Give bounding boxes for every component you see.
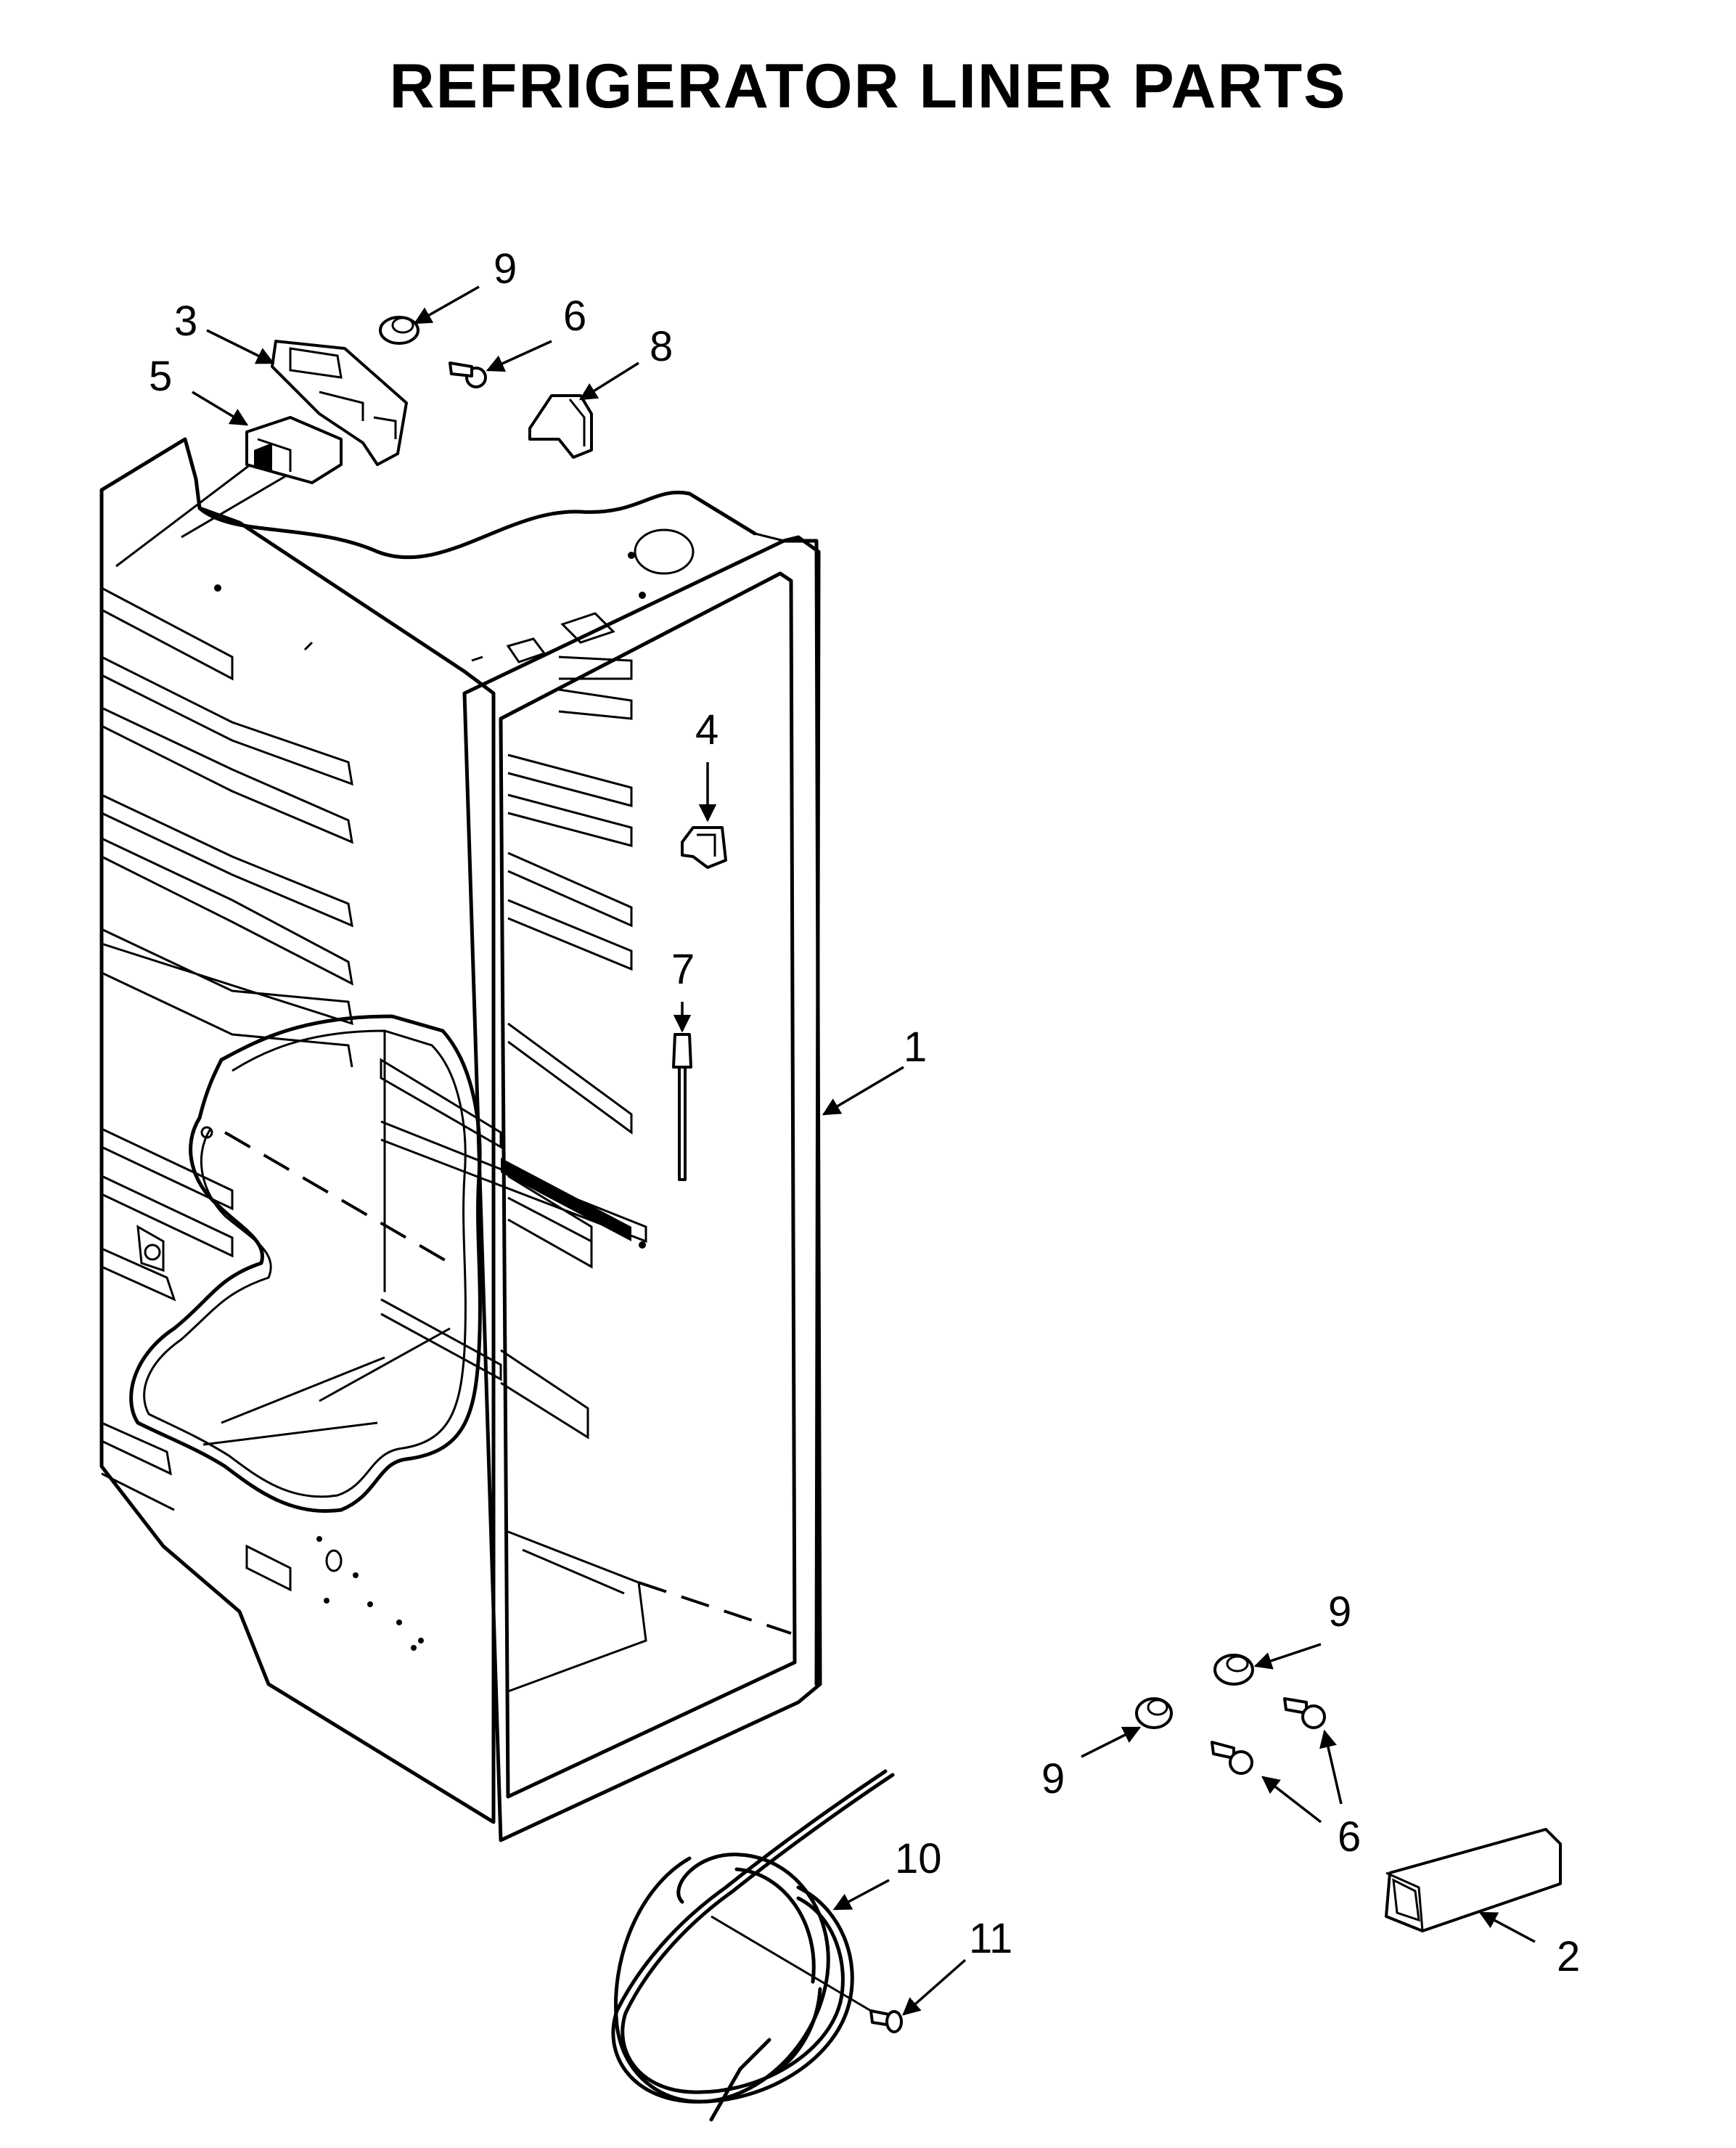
callout-4: 4 bbox=[695, 706, 718, 754]
callout-7: 7 bbox=[671, 946, 695, 993]
cover-part-8 bbox=[528, 394, 593, 459]
callout-9-bottom-right: 9 bbox=[1328, 1588, 1351, 1635]
left-shelf-rails bbox=[101, 587, 353, 1511]
liner-cutaway bbox=[129, 1014, 647, 1513]
screw-part-11 bbox=[869, 2009, 903, 2033]
bracket-part-4 bbox=[681, 826, 727, 869]
thermistor-part-7 bbox=[672, 1033, 692, 1181]
callout-9-bottom-left: 9 bbox=[1041, 1755, 1065, 1802]
callout-8: 8 bbox=[650, 323, 673, 370]
leader-lines bbox=[192, 285, 1536, 2016]
callout-labels: 9 3 6 8 5 4 7 1 9 9 6 10 11 2 bbox=[149, 245, 1580, 1980]
fastener-part-9-bottom-b bbox=[1135, 1697, 1173, 1729]
right-shelf-rails bbox=[500, 656, 633, 1440]
pin-part-6-bottom-a bbox=[1283, 1697, 1326, 1729]
fastener-part-9-top bbox=[379, 316, 419, 345]
diagram-title: REFRIGERATOR LINER PARTS bbox=[389, 52, 1347, 121]
callout-5: 5 bbox=[149, 353, 172, 400]
callout-1: 1 bbox=[904, 1024, 927, 1071]
pin-part-6-top bbox=[449, 362, 487, 388]
callout-10: 10 bbox=[895, 1835, 942, 1882]
callout-9-top: 9 bbox=[494, 245, 517, 293]
pin-part-6-bottom-b bbox=[1211, 1741, 1253, 1775]
light-assembly-part-5 bbox=[115, 416, 343, 568]
callout-6-top: 6 bbox=[563, 293, 586, 340]
callout-6-bottom: 6 bbox=[1338, 1813, 1361, 1861]
callout-2: 2 bbox=[1557, 1933, 1580, 1980]
fastener-part-9-bottom-a bbox=[1213, 1654, 1254, 1686]
handle-part-2 bbox=[1385, 1828, 1562, 1932]
callout-3: 3 bbox=[174, 298, 197, 345]
liner-part-1 bbox=[99, 437, 822, 1842]
water-tube-part-10 bbox=[611, 1769, 895, 2122]
callout-11: 11 bbox=[969, 1915, 1012, 1962]
control-housing-part-3 bbox=[271, 340, 408, 466]
